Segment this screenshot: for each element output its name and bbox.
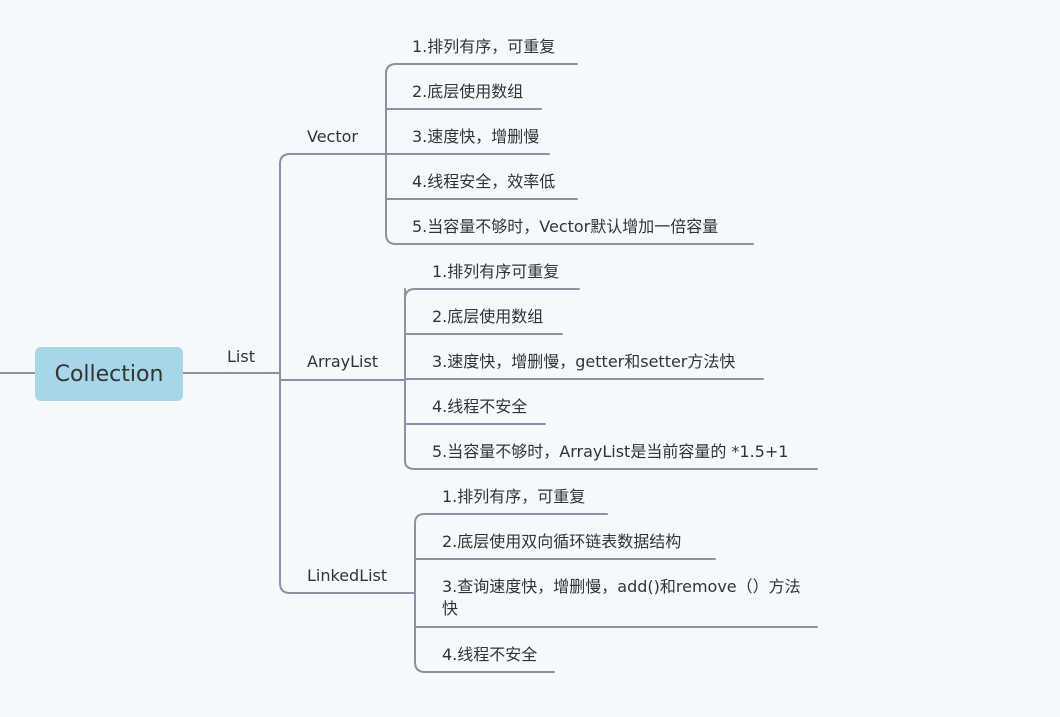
leaf-label: 3.查询速度快，增删慢，add()和remove（）方法快: [442, 577, 801, 618]
leaf-label: 3.速度快，增删慢: [412, 127, 540, 146]
arraylist-leaf-4[interactable]: 4.线程不安全: [432, 397, 527, 417]
root-node-label: Collection: [54, 361, 164, 387]
leaf-label: 1.排列有序可重复: [432, 262, 560, 281]
list-node-label: List: [227, 347, 255, 366]
arraylist-node-label: ArrayList: [307, 352, 379, 371]
linkedlist-spine-line: [414, 522, 555, 673]
arraylist-leaf-5[interactable]: 5.当容量不够时，ArrayList是当前容量的 *1.5+1: [432, 442, 788, 462]
trunk-to-linkedlist-line: [279, 372, 416, 594]
leaf-label: 5.当容量不够时，ArrayList是当前容量的 *1.5+1: [432, 442, 789, 461]
list-node[interactable]: List: [227, 347, 255, 367]
linkedlist-leaf-3[interactable]: 3.查询速度快，增删慢，add()和remove（）方法快: [442, 576, 812, 620]
vector-leaf-1[interactable]: 1.排列有序，可重复: [412, 37, 555, 57]
vector-leaf-2[interactable]: 2.底层使用数组: [412, 82, 523, 102]
linkedlist-node[interactable]: LinkedList: [307, 566, 387, 586]
leaf-label: 3.速度快，增删慢，getter和setter方法快: [432, 352, 736, 371]
root-node[interactable]: Collection: [35, 347, 183, 401]
arraylist-node[interactable]: ArrayList: [307, 352, 378, 372]
linkedlist-leaf-1[interactable]: 1.排列有序，可重复: [442, 487, 585, 507]
leaf-label: 4.线程不安全: [432, 397, 528, 416]
vector-leaf-3[interactable]: 3.速度快，增删慢: [412, 127, 539, 147]
leaf-label: 1.排列有序，可重复: [442, 487, 586, 506]
arraylist-leaf-1-line: [404, 288, 580, 300]
arraylist-leaf-1[interactable]: 1.排列有序可重复: [432, 262, 559, 282]
trunk-to-vector-line: [279, 153, 371, 374]
vector-leaf-1-line: [385, 63, 578, 155]
leaf-label: 2.底层使用双向循环链表数据结构: [442, 532, 682, 551]
vector-node[interactable]: Vector: [307, 127, 358, 147]
leaf-label: 2.底层使用数组: [432, 307, 544, 326]
leaf-label: 2.底层使用数组: [412, 82, 524, 101]
linkedlist-leaf-4[interactable]: 4.线程不安全: [442, 645, 537, 665]
leaf-label: 5.当容量不够时，Vector默认增加一倍容量: [412, 217, 719, 236]
vector-leaf-4[interactable]: 4.线程安全，效率低: [412, 172, 555, 192]
linkedlist-node-label: LinkedList: [307, 566, 388, 585]
linkedlist-leaf-1-line: [414, 513, 608, 524]
linkedlist-leaf-2[interactable]: 2.底层使用双向循环链表数据结构: [442, 532, 681, 552]
leaf-label: 4.线程不安全: [442, 645, 538, 664]
leaf-label: 4.线程安全，效率低: [412, 172, 556, 191]
vector-leaf-5-line: [385, 153, 754, 245]
arraylist-leaf-3[interactable]: 3.速度快，增删慢，getter和setter方法快: [432, 352, 735, 372]
arraylist-spine-line: [404, 288, 818, 470]
vector-leaf-5[interactable]: 5.当容量不够时，Vector默认增加一倍容量: [412, 217, 718, 237]
vector-node-label: Vector: [307, 127, 358, 146]
leaf-label: 1.排列有序，可重复: [412, 37, 556, 56]
arraylist-leaf-2[interactable]: 2.底层使用数组: [432, 307, 543, 327]
